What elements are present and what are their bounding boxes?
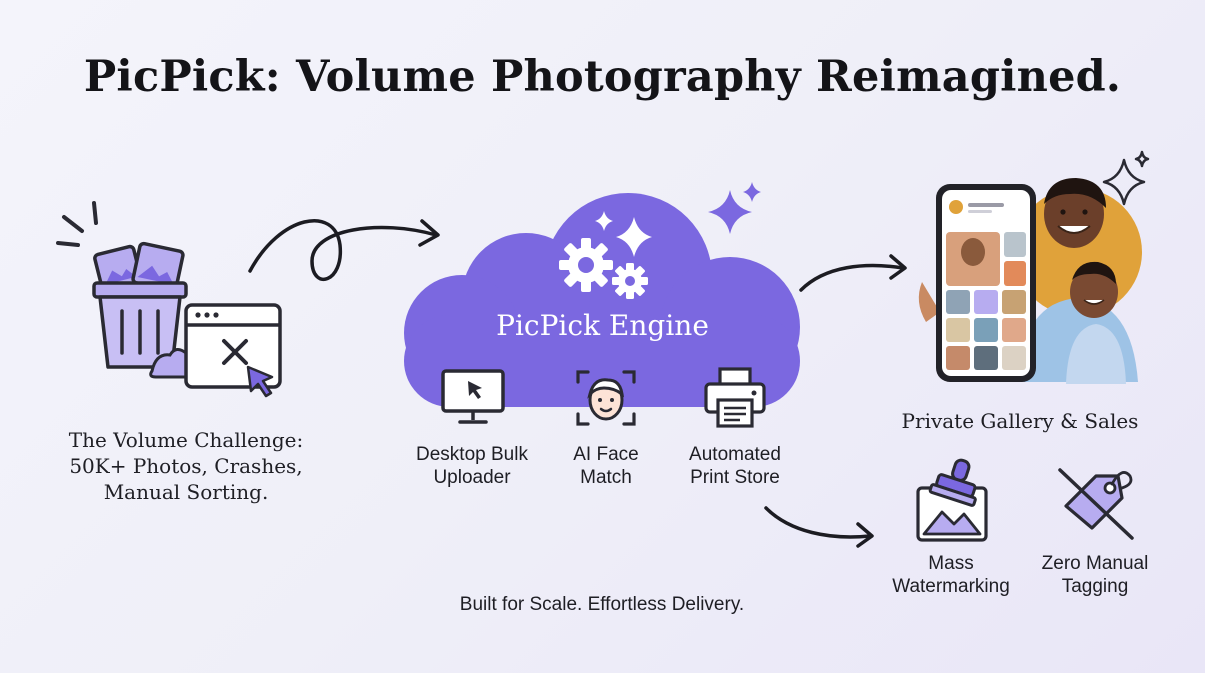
printer-icon — [704, 367, 766, 428]
crashed-window-icon — [184, 303, 282, 389]
gears-icon — [559, 238, 648, 299]
sparkle-accent-icon — [708, 182, 761, 234]
smartphone-icon — [918, 184, 1036, 382]
arrow-to-extras — [764, 506, 874, 548]
feature-desktop-bulk-uploader: Desktop Bulk Uploader — [416, 444, 528, 488]
engine-label: PicPick Engine — [496, 309, 709, 342]
volume-challenge-illustration — [56, 201, 282, 398]
feature-ai-face-match: AI Face Match — [573, 444, 639, 488]
tagline: Built for Scale. Effortless Delivery. — [459, 594, 745, 615]
private-gallery-illustration — [918, 150, 1150, 384]
no-tag-icon — [1058, 468, 1134, 540]
sparkle-icon — [595, 211, 652, 257]
desktop-monitor-icon — [441, 369, 505, 424]
sparkle-outline-icon — [1102, 150, 1150, 206]
extra-mass-watermarking: Mass Watermarking — [892, 553, 1010, 597]
gallery-label: Private Gallery & Sales — [901, 409, 1139, 433]
extra-zero-manual-tagging: Zero Manual Tagging — [1041, 553, 1149, 597]
arrow-to-gallery — [799, 254, 907, 292]
watermark-stamp-icon — [916, 458, 988, 542]
mouse-cursor-icon — [246, 365, 274, 398]
challenge-caption: The Volume Challenge: 50K+ Photos, Crash… — [68, 428, 304, 504]
stress-lines-icon — [56, 201, 98, 247]
loop-arrow — [248, 219, 440, 281]
parent-child-photo — [1018, 178, 1138, 384]
feature-automated-print-store: Automated Print Store — [689, 444, 781, 488]
face-scan-icon — [576, 370, 636, 426]
page-title: PicPick: Volume Photography Reimagined. — [83, 52, 1122, 102]
